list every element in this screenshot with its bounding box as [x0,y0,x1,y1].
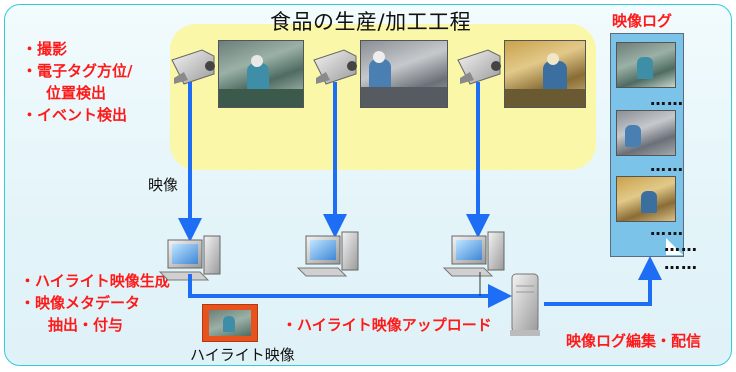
label-extract-attach: 抽出・付与 [48,316,124,334]
factory-photo-3 [504,40,586,108]
video-log-fold [666,238,683,255]
log-dots-4: …… [664,236,698,255]
factory-photo-2 [360,40,448,108]
log-dots-1: …… [650,90,684,109]
label-event-detection: ・イベント検出 [22,106,128,124]
video-label: 映像 [148,176,179,194]
log-dots-2: …… [650,156,684,175]
server-icon [510,273,540,336]
factory-photo-1 [218,40,304,108]
arrow-upload-to-server [188,274,512,308]
log-dots-5: …… [664,254,698,273]
log-dots-3: …… [650,220,684,239]
arrow-server-to-log [544,256,662,306]
label-rfid-direction: ・電子タグ方位/ [22,62,133,80]
video-log-title: 映像ログ [612,12,673,30]
pc-icon [296,231,359,277]
log-thumb-1 [616,42,676,88]
label-position-detection: 位置検出 [46,84,107,102]
camera-icon [457,49,501,85]
log-thumb-2 [616,110,676,156]
label-metadata: ・映像メタデータ [20,294,141,312]
camera-icon [313,49,357,85]
log-thumb-3 [616,176,676,222]
diagram-title: 食品の生産/加工工程 [270,10,472,34]
camera-icon [171,49,215,85]
label-highlight-generation: ・ハイライト映像生成 [20,272,170,290]
label-highlight-upload: ・ハイライト映像アップロード [282,316,492,334]
label-video-log-edit: 映像ログ編集・配信 [566,332,702,350]
label-highlight-video: ハイライト映像 [190,346,295,364]
pc-icon [158,235,221,281]
label-shooting: ・撮影 [22,40,68,58]
pc-icon [442,231,505,277]
highlight-video-thumbnail [202,304,258,342]
